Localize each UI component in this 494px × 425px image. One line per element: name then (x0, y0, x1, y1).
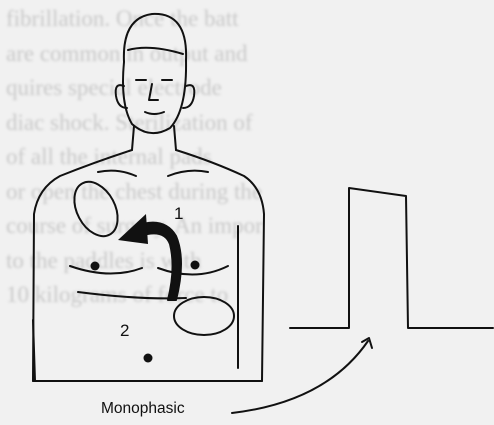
electrode-dot-left (91, 262, 100, 271)
paddle-lower (174, 297, 234, 335)
nose (149, 84, 158, 100)
head-outline (123, 14, 186, 133)
current-arrow-head (118, 214, 148, 244)
waveform-caption: Monophasic (101, 400, 185, 418)
torso-outline (33, 150, 264, 381)
position-1-label: 1 (174, 204, 183, 223)
neck-left (132, 126, 134, 150)
right-collarbone (168, 171, 208, 176)
position-2-label: 2 (120, 321, 129, 340)
paddle-upper (66, 174, 127, 243)
electrode-dot-lower (144, 354, 153, 363)
electrode-dot-right (191, 261, 200, 270)
neck-right (174, 126, 176, 150)
caption-arrow (232, 341, 368, 413)
left-collarbone (98, 171, 136, 176)
monophasic-waveform (290, 188, 493, 328)
mouth (145, 112, 164, 114)
hair-line (128, 48, 183, 54)
chest-line-left (70, 266, 142, 274)
